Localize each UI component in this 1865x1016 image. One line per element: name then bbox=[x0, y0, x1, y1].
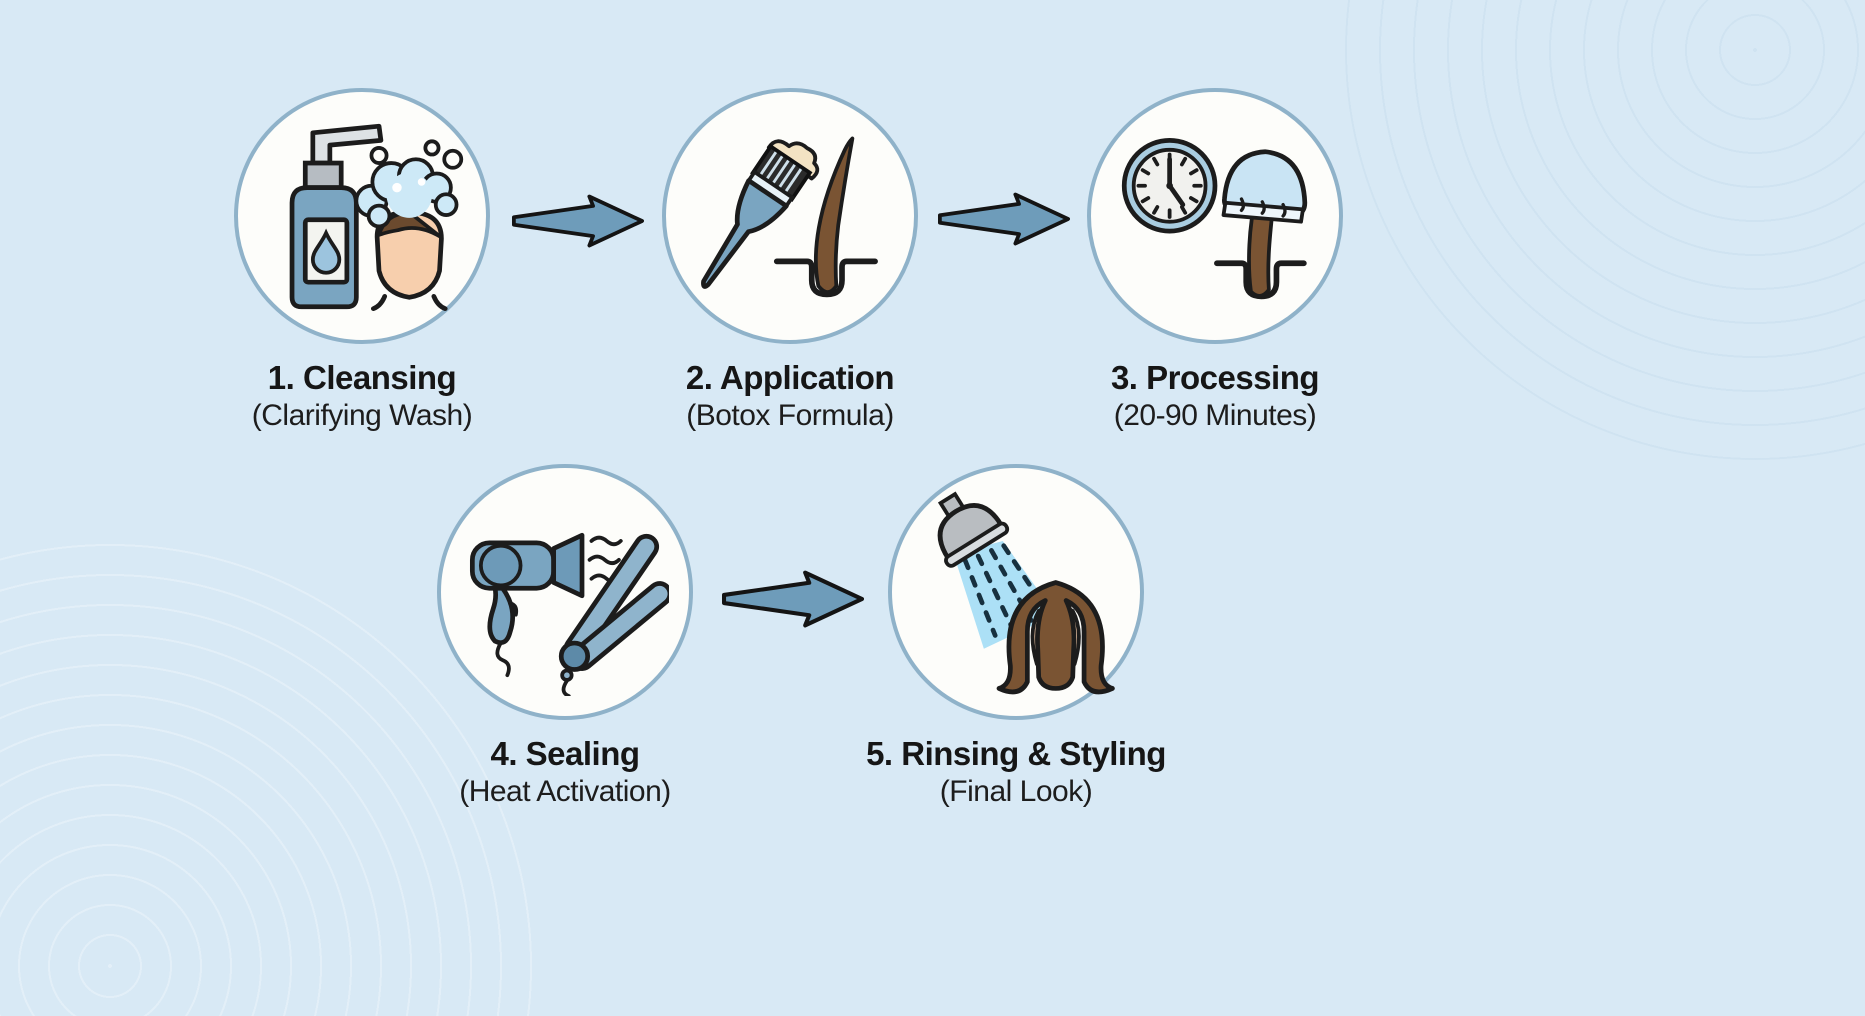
step-subtitle: (20-90 Minutes) bbox=[1113, 399, 1317, 433]
styled-hair-head bbox=[996, 580, 1115, 695]
step-label: 4. Sealing (Heat Activation) bbox=[345, 734, 785, 811]
hair-follicle bbox=[773, 136, 878, 298]
flat-iron bbox=[558, 533, 669, 696]
step-subtitle: (Heat Activation) bbox=[459, 775, 671, 809]
shower-head-and-styled-hair-icon bbox=[937, 491, 1115, 695]
flow-arrow-1 bbox=[512, 194, 644, 248]
step-cleansing: 1. Cleansing (Clarifying Wash) bbox=[142, 88, 582, 435]
step-title: 2. Application bbox=[685, 359, 895, 396]
step-title: 1. Cleansing bbox=[267, 359, 457, 396]
tint-brush-and-hair-follicle-icon bbox=[701, 136, 878, 298]
flow-arrow-3 bbox=[722, 570, 864, 628]
shower-head bbox=[937, 491, 1010, 568]
tint-brush bbox=[701, 139, 820, 289]
step-title: 5. Rinsing & Styling bbox=[866, 735, 1166, 772]
step-processing: 3. Processing (20-90 Minutes) bbox=[995, 88, 1435, 435]
step-label: 2. Application (Botox Formula) bbox=[570, 358, 1010, 435]
step-circle bbox=[234, 88, 490, 344]
step-label: 1. Cleansing (Clarifying Wash) bbox=[142, 358, 582, 435]
step-sealing: 4. Sealing (Heat Activation) bbox=[345, 464, 785, 811]
step-label: 3. Processing (20-90 Minutes) bbox=[995, 358, 1435, 435]
flow-arrow-2 bbox=[938, 192, 1070, 246]
clock-and-shower-cap-icon bbox=[1121, 138, 1308, 300]
step-title: 3. Processing bbox=[1110, 359, 1320, 396]
foamy-head bbox=[354, 139, 464, 312]
step-circle bbox=[662, 88, 918, 344]
step-subtitle: (Botox Formula) bbox=[686, 399, 894, 433]
shower-cap-on-hair bbox=[1214, 149, 1308, 300]
step-title: 4. Sealing bbox=[490, 735, 640, 772]
hair-dryer bbox=[469, 532, 623, 678]
step-label: 5. Rinsing & Styling (Final Look) bbox=[796, 734, 1236, 811]
clock bbox=[1121, 138, 1218, 234]
shampoo-bottle bbox=[289, 123, 384, 310]
step-circle bbox=[1087, 88, 1343, 344]
hair-dryer-and-flat-iron-icon bbox=[469, 532, 669, 696]
step-subtitle: (Final Look) bbox=[939, 775, 1093, 809]
step-circle bbox=[888, 464, 1144, 720]
step-circle bbox=[437, 464, 693, 720]
shampoo-bottle-and-foamy-head-icon bbox=[289, 123, 464, 312]
step-rinsing-styling: 5. Rinsing & Styling (Final Look) bbox=[796, 464, 1236, 811]
step-subtitle: (Clarifying Wash) bbox=[251, 399, 473, 433]
step-application: 2. Application (Botox Formula) bbox=[570, 88, 1010, 435]
